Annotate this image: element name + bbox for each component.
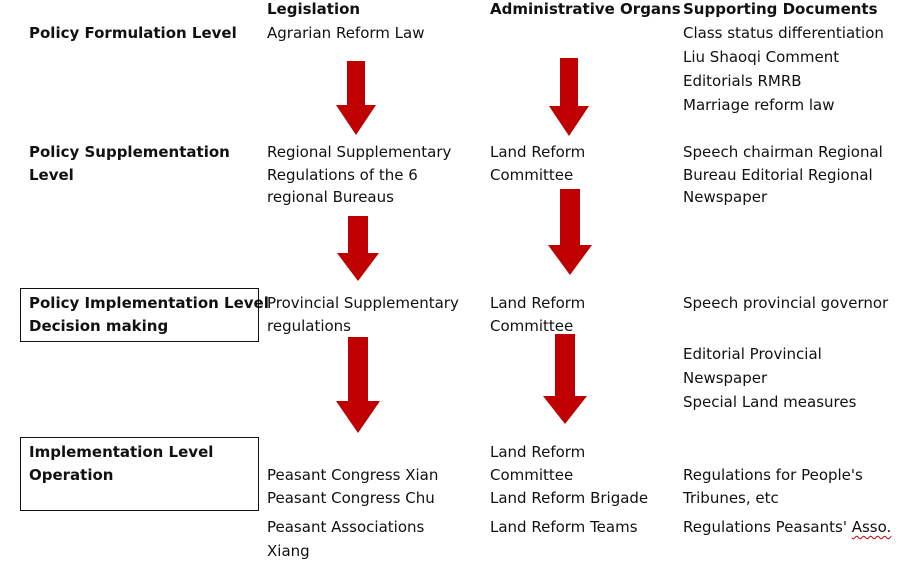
arrow-down-icon xyxy=(548,189,592,275)
implementation-level-label: Implementation Level xyxy=(29,443,214,461)
regional-land-reform-committee-line2: Committee xyxy=(490,166,574,184)
doc-asso-spellcheck-underlined: Asso. xyxy=(851,518,892,536)
peasant-congress-xian: Peasant Congress Xian xyxy=(267,466,439,484)
doc-speech-provincial-governor: Speech provincial governor xyxy=(683,294,889,312)
policy-formulation-level-label: Policy Formulation Level xyxy=(29,24,237,42)
decision-making-label: Decision making xyxy=(29,317,169,335)
doc-speech-chairman-line2: Bureau Editorial Regional xyxy=(683,166,873,184)
provincial-regulations-line2: regulations xyxy=(267,317,352,335)
operation-label: Operation xyxy=(29,466,114,484)
agrarian-reform-law: Agrarian Reform Law xyxy=(267,24,425,42)
doc-speech-chairman-line1: Speech chairman Regional xyxy=(683,143,883,161)
regional-land-reform-committee-line1: Land Reform xyxy=(490,143,586,161)
regional-regulations-line3: regional Bureaus xyxy=(267,188,394,206)
land-reform-teams: Land Reform Teams xyxy=(490,518,638,536)
policy-supplementation-level-label-line1: Policy Supplementation xyxy=(29,143,230,161)
peasant-congress-chu: Peasant Congress Chu xyxy=(267,489,435,507)
peasant-associations-line1: Peasant Associations xyxy=(267,518,425,536)
doc-regulations-peasants-asso: Regulations Peasants' Asso. xyxy=(683,516,891,539)
land-reform-brigade: Land Reform Brigade xyxy=(490,489,649,507)
provincial-regulations-line1: Provincial Supplementary xyxy=(267,294,459,312)
policy-supplementation-level-label-line2: Level xyxy=(29,166,74,184)
doc-regulations-tribunes-line2: Tribunes, etc xyxy=(683,489,779,507)
peasant-associations-line2: Xiang xyxy=(267,542,310,560)
provincial-land-reform-committee-line2: Committee xyxy=(490,317,574,335)
doc-class-status: Class status differentiation xyxy=(683,24,884,42)
doc-speech-chairman-line3: Newspaper xyxy=(683,188,768,206)
regional-regulations-line2: Regulations of the 6 xyxy=(267,166,418,184)
doc-editorial-provincial-line1: Editorial Provincial xyxy=(683,345,822,363)
operation-land-reform-committee-line2: Committee xyxy=(490,466,574,484)
arrow-down-icon xyxy=(336,61,376,135)
doc-editorials-rmrb: Editorials RMRB xyxy=(683,72,802,90)
doc-special-land-measures: Special Land measures xyxy=(683,393,857,411)
administrative-organs-header: Administrative Organs xyxy=(490,0,681,18)
implementation-decision-box xyxy=(20,288,259,342)
implementation-operation-box xyxy=(20,437,259,511)
doc-editorial-provincial-line2: Newspaper xyxy=(683,369,768,387)
arrow-down-icon xyxy=(543,334,587,424)
arrow-down-icon xyxy=(549,58,589,136)
arrow-down-icon xyxy=(337,216,379,281)
operation-land-reform-committee-line1: Land Reform xyxy=(490,443,586,461)
supporting-documents-header: Supporting Documents xyxy=(683,0,878,18)
arrow-down-icon xyxy=(336,337,380,433)
doc-marriage-reform-law: Marriage reform law xyxy=(683,96,835,114)
regional-regulations-line1: Regional Supplementary xyxy=(267,143,452,161)
doc-regulations-tribunes-line1: Regulations for People's xyxy=(683,466,863,484)
legislation-header: Legislation xyxy=(267,0,361,18)
policy-implementation-level-label: Policy Implementation Level xyxy=(29,294,269,312)
provincial-land-reform-committee-line1: Land Reform xyxy=(490,294,586,312)
doc-regulations-peasants-text: Regulations Peasants' xyxy=(683,518,852,536)
doc-liu-shaoqi: Liu Shaoqi Comment xyxy=(683,48,840,66)
